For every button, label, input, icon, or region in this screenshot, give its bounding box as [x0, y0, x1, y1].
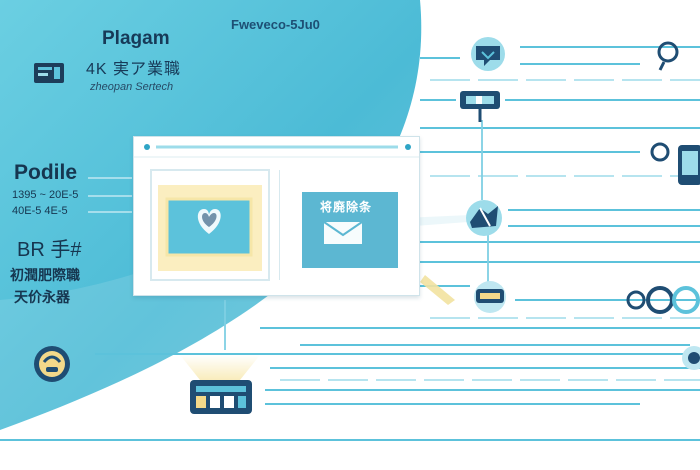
page-title: Plagam: [102, 28, 170, 49]
nodes-icon: [466, 200, 502, 236]
heart-image-icon: [165, 197, 253, 257]
device-icon: [474, 281, 506, 313]
keyboard-icon: [190, 380, 252, 414]
profile-line-2: 40E-5 4E-5: [12, 205, 68, 217]
device-icon: [626, 286, 700, 314]
envelope-icon: [323, 221, 363, 244]
top-label: Fweveco-5Ju0: [231, 17, 320, 32]
toggle-icon: [460, 91, 500, 122]
cjk-label-3: 天价永器: [14, 289, 70, 305]
profile-line-1: 1395 ~ 20E-5: [12, 189, 79, 201]
panel-label: 将廃除条: [320, 200, 373, 214]
robot-icon: [34, 346, 70, 382]
app-window: [133, 136, 420, 296]
app-window-icon: [34, 63, 64, 83]
cjk-label-2: 初潤肥際職: [10, 267, 80, 283]
connector-lines: [0, 46, 700, 441]
subtitle-cjk: 4K 実ア業職: [86, 61, 182, 78]
cjk-label-1: BR 手#: [17, 239, 82, 261]
chat-bubble-icon: [471, 37, 505, 71]
window-dots: [144, 144, 411, 150]
screen-icon: [678, 145, 700, 185]
yellow-glow: [180, 355, 260, 380]
search-icon: [657, 41, 679, 71]
tagline: zheopan Sertech: [90, 81, 174, 93]
profile-title: Podile: [14, 161, 78, 184]
yellow-ray: [420, 275, 455, 305]
toggle-icon: [650, 142, 670, 162]
device-icon: [682, 346, 700, 370]
